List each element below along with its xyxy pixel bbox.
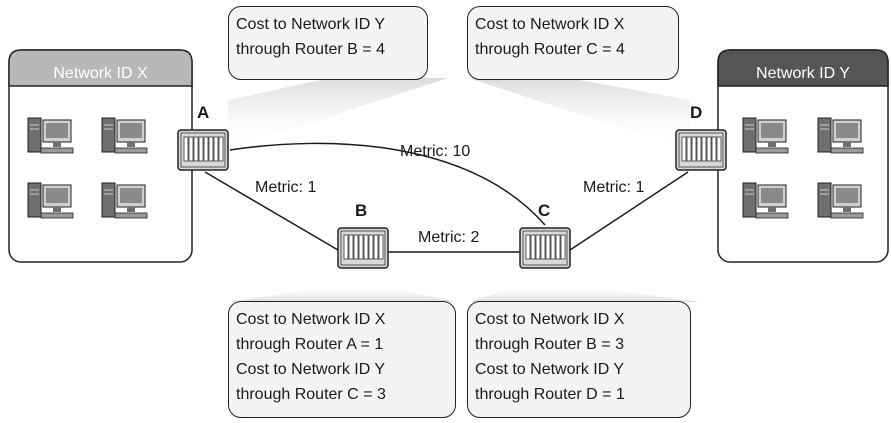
computer-icon [101, 117, 148, 154]
callout-line: through Router A = 1 [236, 336, 384, 353]
computer-icon [817, 117, 864, 154]
callout-line: Cost to Network ID Y [236, 361, 386, 378]
link-a-b [204, 171, 339, 251]
callout-line: Cost to Network ID Y [236, 16, 386, 33]
router-b-icon [337, 227, 389, 269]
callout-line: through Router C = 3 [236, 386, 386, 403]
router-d-icon [675, 129, 727, 171]
router-c-label: C [538, 201, 551, 220]
link-c-d [569, 171, 689, 251]
network-x-title: Network ID X [53, 65, 148, 82]
metric-label-b-c: Metric: 2 [418, 229, 480, 246]
callout-line: Cost to Network ID X [475, 311, 625, 328]
metric-label-a-b: Metric: 1 [255, 179, 317, 196]
router-c-icon [519, 227, 571, 269]
callout-line: Cost to Network ID Y [475, 361, 625, 378]
computer-icon [742, 117, 789, 154]
callout-line: Cost to Network ID X [475, 16, 625, 33]
callout-beam-b [230, 285, 456, 302]
callout-line: through Router B = 3 [475, 336, 624, 353]
callout-line: through Router D = 1 [475, 386, 625, 403]
callout-line: through Router B = 4 [236, 41, 385, 58]
router-a-label: A [197, 103, 210, 122]
metric-label-c-d: Metric: 1 [583, 179, 645, 196]
callout-beam-a [228, 78, 448, 150]
callout-router-c: Cost to Network ID X through Router B = … [467, 301, 691, 418]
callout-beam-d [468, 78, 690, 150]
callout-router-d: Cost to Network ID X through Router C = … [467, 6, 679, 80]
computer-icon [27, 182, 74, 219]
computer-icon [27, 117, 74, 154]
callout-router-a: Cost to Network ID Y through Router B = … [228, 6, 428, 80]
link-a-c [229, 142, 546, 226]
network-y-title: Network ID Y [756, 65, 850, 82]
callout-line: Cost to Network ID X [236, 311, 386, 328]
metric-label-a-c: Metric: 10 [400, 143, 471, 160]
computer-icon [742, 182, 789, 219]
router-b-label: B [355, 201, 368, 220]
computer-icon [817, 182, 864, 219]
computer-icon [101, 182, 148, 219]
callout-router-b: Cost to Network ID X through Router A = … [228, 301, 456, 418]
callout-beam-c [470, 285, 700, 302]
callout-line: through Router C = 4 [475, 41, 625, 58]
router-a-icon [177, 129, 229, 171]
router-d-label: D [690, 103, 703, 122]
